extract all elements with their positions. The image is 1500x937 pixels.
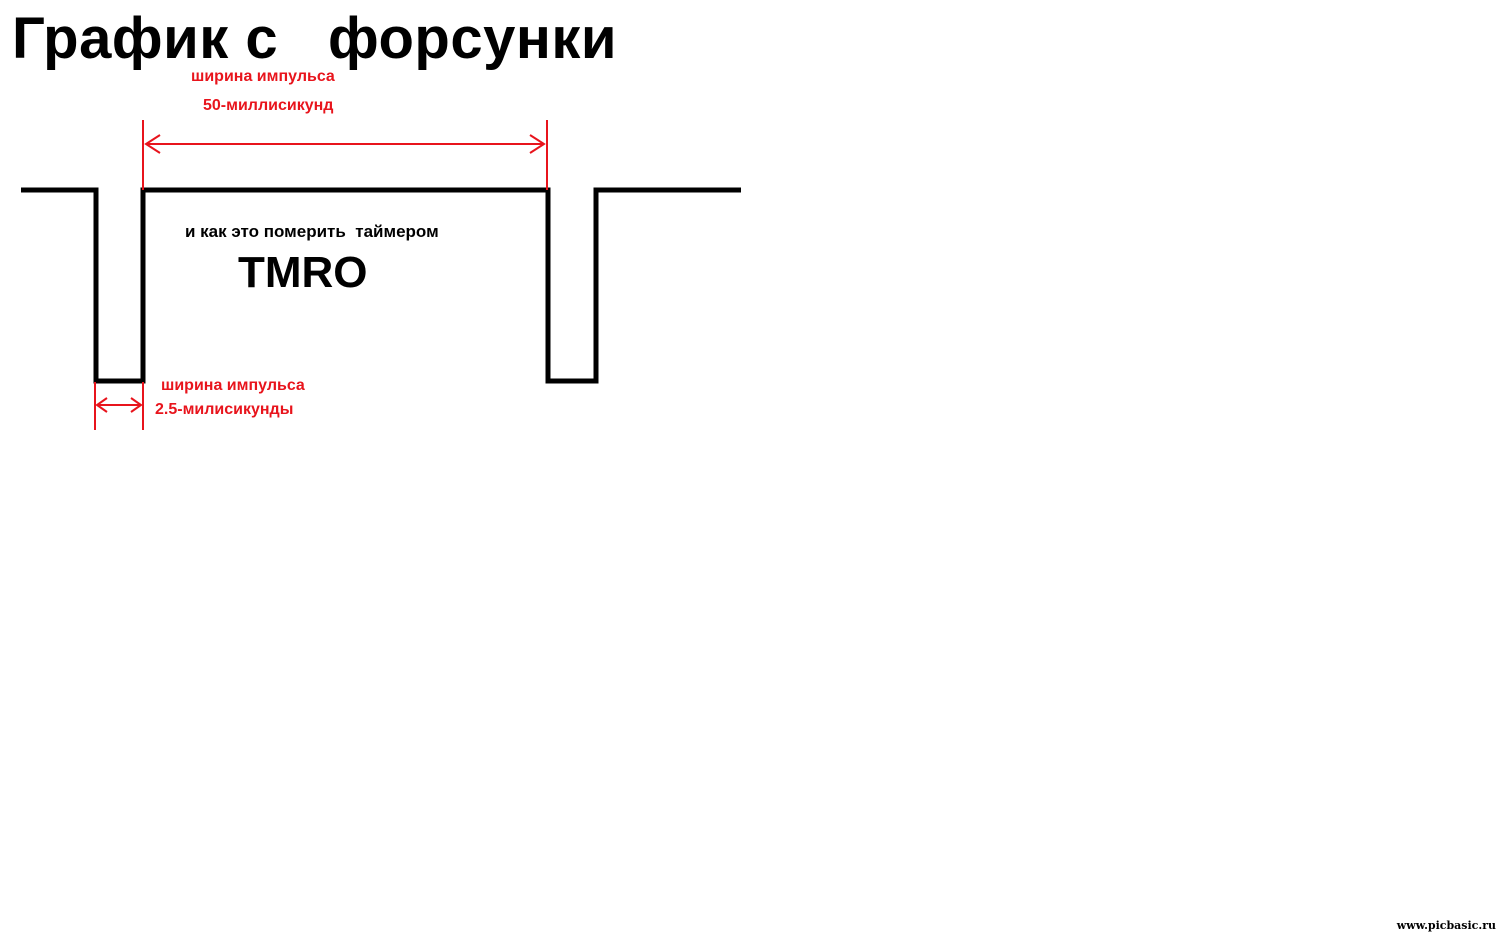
question-text: и как это померить таймером <box>185 222 439 241</box>
arrowhead-right-icon <box>130 397 143 413</box>
injector-signal-waveform <box>21 187 741 384</box>
pulse-long-label-line1: ширина импульса <box>191 68 335 85</box>
pulse-long-label-line2: 50-миллисикунд <box>203 97 334 114</box>
pulse-short-label-line1: ширина импульса <box>161 377 305 394</box>
timer-name: TMRO <box>238 248 368 297</box>
diagram-title: График с форсунки <box>12 6 618 71</box>
arrowhead-left-icon <box>95 397 108 413</box>
watermark: www.picbasic.ru <box>1396 919 1496 932</box>
arrowhead-right-icon <box>529 134 546 154</box>
pulse-width-2-5ms-dimension <box>94 382 144 430</box>
pulse-width-50ms-dimension <box>142 120 548 190</box>
pulse-short-label-line2: 2.5-милисикунды <box>155 401 294 418</box>
arrowhead-left-icon <box>144 134 161 154</box>
